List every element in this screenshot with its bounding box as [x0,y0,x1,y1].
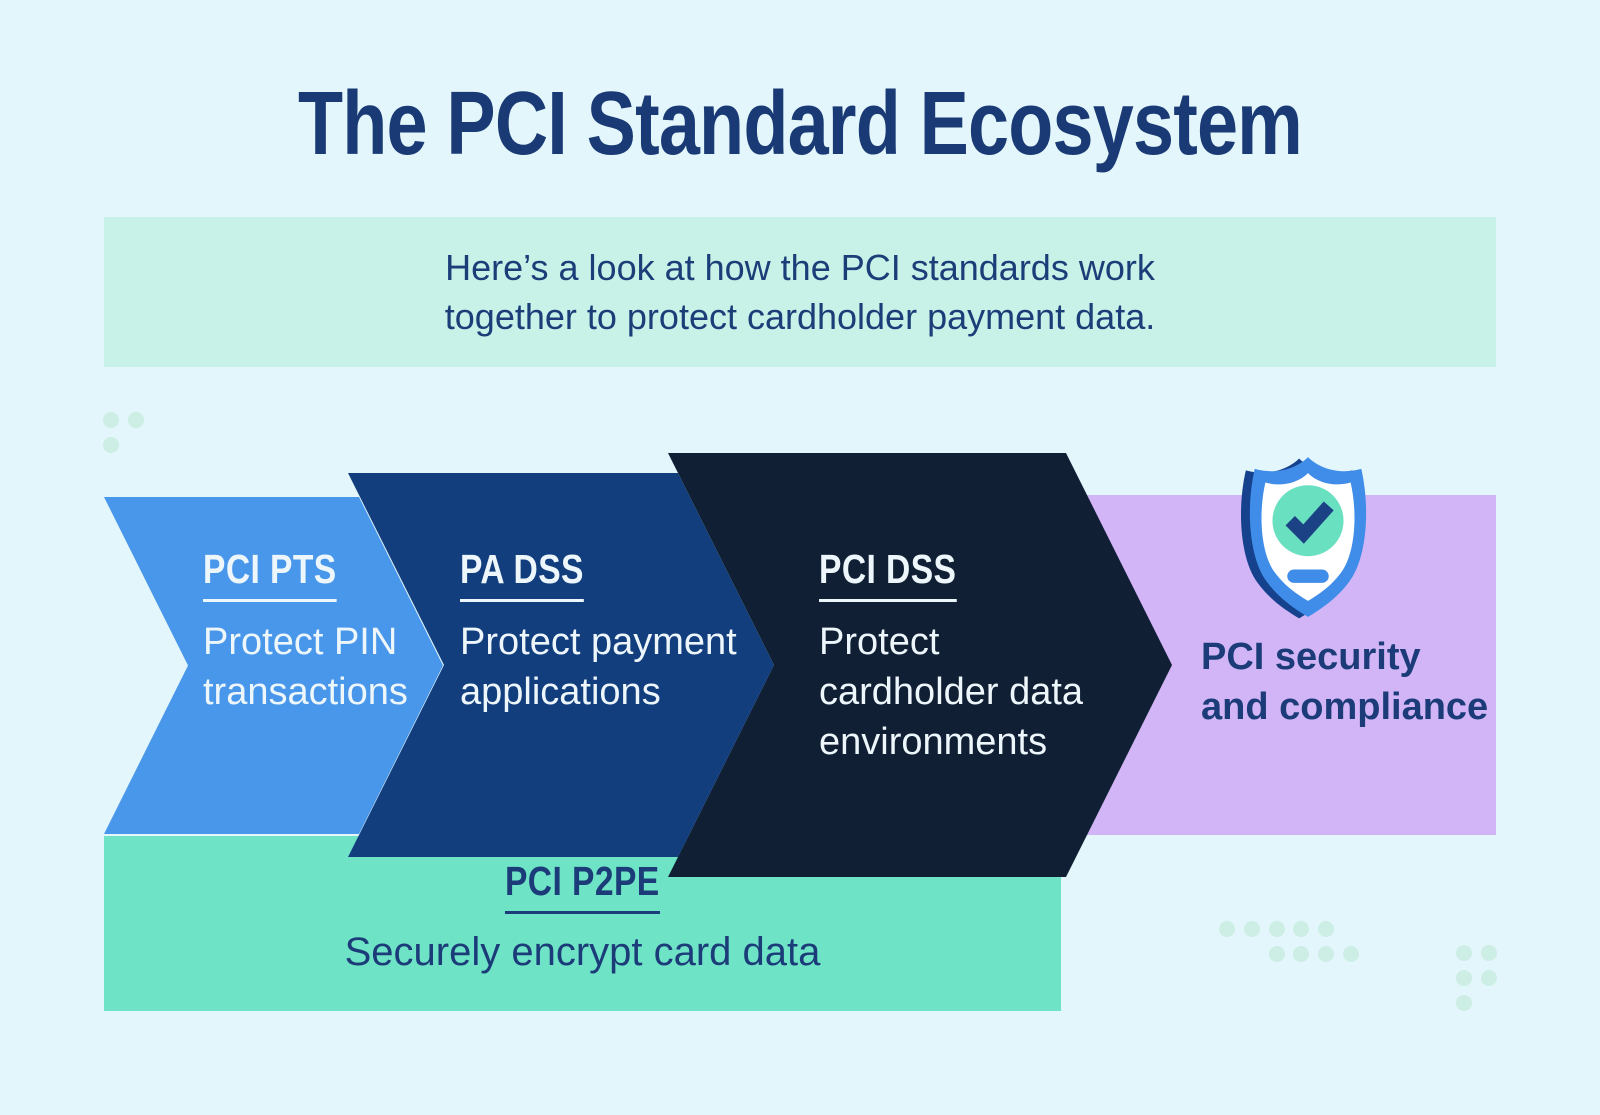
check-icon [1285,501,1334,544]
pci-dss-heading: PCI DSS [819,546,957,602]
shield-check-icon [1240,457,1367,619]
decor-dot [1318,921,1334,937]
pci-dss-label: PCI DSS Protect cardholder data environm… [819,546,1083,767]
decor-dot [103,437,119,453]
decor-dot [1219,921,1235,937]
decor-dot [1293,921,1309,937]
decor-dot [1318,946,1334,962]
decor-dot [1269,921,1285,937]
decor-dot [128,412,144,428]
decor-dot [1343,946,1359,962]
pci-pts-chevron [104,497,443,834]
pci-pts-heading: PCI PTS [203,546,337,602]
decor-dot [1244,921,1260,937]
intro-banner-line-2: together to protect cardholder payment d… [444,295,1156,337]
decor-dot [1456,995,1472,1011]
p2pe-heading: PCI P2PE [505,858,660,914]
pa-dss-chevron [348,473,774,857]
intro-banner-line-1: Here’s a look at how the PCI standards w… [445,246,1155,288]
decor-dot [1293,946,1309,962]
p2pe-label: PCI P2PE Securely encrypt card data [104,858,1061,976]
pa-dss-label: PA DSS Protect payment applications [460,546,737,717]
pci-pts-description: Protect PIN transactions [203,621,408,713]
pci-pts-label: PCI PTS Protect PIN transactions [203,546,408,717]
pa-dss-heading: PA DSS [460,546,584,602]
decor-dot [1481,945,1497,961]
decor-dot [1269,946,1285,962]
result-label: PCI security and compliance [1201,636,1489,728]
intro-banner: Here’s a look at how the PCI standards w… [104,217,1496,367]
decor-dot [1481,970,1497,986]
p2pe-description: Securely encrypt card data [344,930,821,974]
decor-dot [1456,945,1472,961]
decor-dot [103,412,119,428]
pa-dss-description: Protect payment applications [460,621,737,713]
page-title: The PCI Standard Ecosystem [297,74,1303,174]
pci-dss-description: Protect cardholder data environments [819,621,1084,763]
pci-dss-chevron [668,453,1172,877]
decor-dot [1456,970,1472,986]
